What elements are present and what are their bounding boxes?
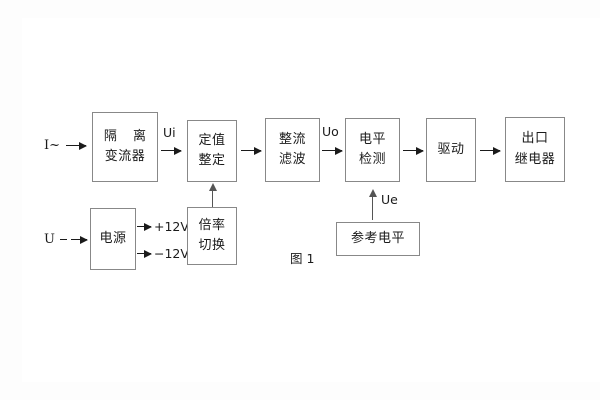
arrow-supply-negative — [137, 249, 152, 258]
block-output-relay-line1: 出口 — [521, 131, 549, 147]
arrow-rectify-to-level — [322, 146, 343, 155]
supply-positive-label: +12V — [154, 219, 189, 234]
block-multiplier-switch[interactable]: 倍率 切换 — [187, 207, 237, 265]
block-isolation-transformer[interactable]: 隔 离 变流器 — [92, 112, 158, 182]
block-level-detect-line2: 检测 — [358, 152, 386, 167]
block-output-relay-line2: 继电器 — [514, 151, 556, 167]
block-rectify-filter-line1: 整流 — [278, 131, 306, 147]
block-rectify-filter-line2: 滤波 — [278, 152, 306, 167]
diagram-inner-panel — [22, 18, 600, 382]
block-setting-value-line1: 定值 — [198, 132, 226, 148]
arrow-drive-to-output-relay — [480, 146, 501, 155]
block-output-relay[interactable]: 出口 继电器 — [505, 117, 565, 182]
uo-signal-label: Uo — [322, 124, 339, 139]
arrow-reference-to-level-detect — [368, 189, 377, 220]
block-rectify-filter[interactable]: 整流 滤波 — [265, 118, 320, 182]
arrow-isolation-to-setting — [161, 146, 182, 155]
block-isolation-transformer-line2: 变流器 — [104, 149, 146, 164]
block-level-detect[interactable]: 电平 检测 — [345, 118, 400, 182]
block-drive-line1: 驱动 — [437, 141, 465, 157]
block-setting-value[interactable]: 定值 整定 — [187, 120, 237, 182]
current-input-label: I~ — [44, 138, 61, 153]
arrow-level-to-drive — [403, 146, 424, 155]
arrow-voltage-to-power-supply — [71, 235, 88, 244]
block-power-supply-line1: 电源 — [99, 230, 127, 246]
arrow-supply-positive — [137, 222, 152, 231]
arrow-current-to-isolation — [66, 141, 87, 150]
figure-caption: 图 1 — [290, 251, 315, 266]
supply-negative-label: −12V — [154, 246, 189, 261]
block-drive[interactable]: 驱动 — [426, 118, 476, 182]
ui-signal-label: Ui — [163, 125, 176, 140]
arrow-setting-to-rectify — [241, 146, 262, 155]
block-isolation-transformer-line1: 隔 离 — [103, 128, 153, 144]
block-multiplier-switch-line2: 切换 — [198, 238, 226, 253]
block-level-detect-line1: 电平 — [358, 131, 386, 147]
block-power-supply[interactable]: 电源 — [90, 208, 136, 270]
block-setting-value-line2: 整定 — [198, 153, 226, 168]
block-multiplier-switch-line1: 倍率 — [198, 217, 226, 233]
block-reference-level-line1: 参考电平 — [350, 230, 405, 246]
voltage-input-label: U — [44, 232, 55, 247]
ue-signal-label: Ue — [381, 192, 398, 207]
voltage-input-dash — [60, 239, 67, 240]
arrow-multiplier-to-setting — [208, 183, 217, 207]
block-reference-level[interactable]: 参考电平 — [336, 222, 420, 256]
